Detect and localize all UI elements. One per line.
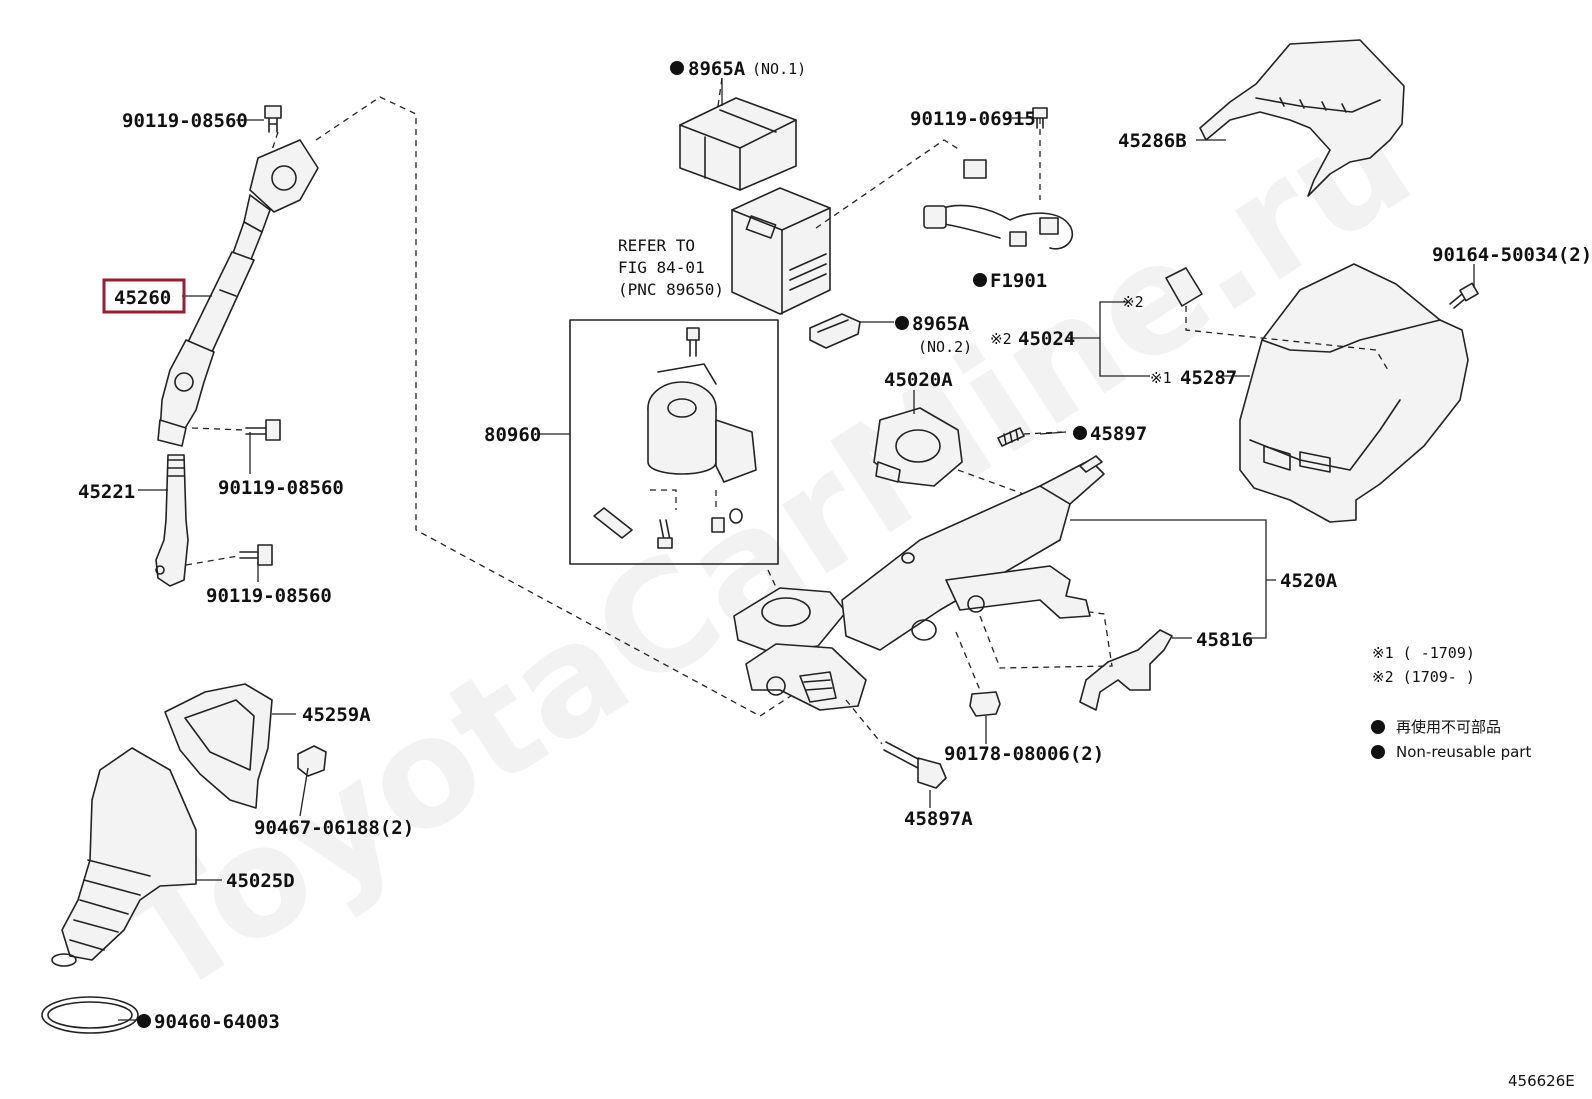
bolt-45897 [997, 427, 1025, 447]
motor-nut [711, 508, 743, 533]
highlight-box-45260 [102, 278, 186, 314]
motor-assembly-frame [569, 319, 779, 565]
motor-plug [593, 507, 633, 539]
refer-note-line1: REFER TO [618, 236, 695, 255]
dot-f1901 [973, 273, 987, 287]
ecu-cover-no1 [679, 97, 797, 191]
assist-motor [647, 363, 757, 483]
label-45024[interactable]: 45024 [1018, 328, 1075, 350]
hose-clamp [41, 996, 139, 1034]
sticker-45024 [1165, 267, 1203, 307]
column-bracket [1079, 629, 1173, 711]
note-2: ※2 (1709- ) [1372, 668, 1475, 686]
label-90119-08560-low[interactable]: 90119-08560 [206, 585, 332, 607]
column-hole-cover [164, 683, 273, 809]
label-90119-06915[interactable]: 90119-06915 [910, 108, 1036, 130]
power-steering-ecu [731, 187, 831, 315]
lower-column-cover [1239, 263, 1469, 523]
label-90164-50034[interactable]: 90164-50034(2) [1432, 244, 1592, 266]
label-45287[interactable]: 45287 [1180, 367, 1237, 389]
dot-8965a-no2 [895, 316, 909, 330]
legend-dot-1 [1371, 720, 1385, 734]
motor-bolt-top [686, 327, 700, 357]
motor-bolt-bottom [657, 519, 673, 549]
refer-note-line3: (PNC 89650) [618, 280, 724, 299]
label-45020a[interactable]: 45020A [884, 369, 953, 391]
label-f1901[interactable]: F1901 [990, 270, 1047, 292]
lower-shaft [155, 454, 189, 587]
bolt-low [239, 544, 273, 566]
upper-column-cover [1199, 39, 1405, 197]
label-8965a-no2-sub: (NO.2) [918, 338, 972, 356]
label-45286b[interactable]: 45286B [1118, 130, 1187, 152]
bolt-top [264, 105, 282, 133]
label-90119-08560-mid[interactable]: 90119-08560 [218, 477, 344, 499]
steering-boot [51, 747, 197, 967]
torque-sensor [873, 407, 963, 487]
label-45287-mark: ※1 [1150, 369, 1172, 387]
bolt-mid [245, 419, 281, 441]
note-1: ※1 ( -1709) [1372, 644, 1475, 662]
label-90467-06188[interactable]: 90467-06188(2) [254, 817, 414, 839]
legend-line-2: Non-reusable part [1396, 743, 1531, 761]
label-45897[interactable]: 45897 [1090, 423, 1147, 445]
label-45260[interactable]: 45260 [114, 287, 171, 309]
dot-90460 [137, 1014, 151, 1028]
label-45024-mark: ※2 [990, 330, 1012, 348]
dot-8965a-no1 [670, 61, 684, 75]
label-90178-08006[interactable]: 90178-08006(2) [944, 743, 1104, 765]
label-45816[interactable]: 45816 [1196, 629, 1253, 651]
shaft-connector-dashline [315, 96, 801, 717]
clip-90467 [297, 745, 327, 777]
wire-harness [923, 159, 1074, 250]
figure-code: 456626E [1508, 1072, 1575, 1090]
steering-column [733, 455, 1105, 711]
legend-line-1: 再使用不可部品 [1396, 718, 1501, 736]
ecu-cover-no2 [809, 313, 861, 349]
label-90460-64003[interactable]: 90460-64003 [154, 1011, 280, 1033]
refer-note-line2: FIG 84-01 [618, 258, 705, 277]
label-90119-08560-top[interactable]: 90119-08560 [122, 110, 248, 132]
dot-45897 [1073, 426, 1087, 440]
label-8965a-no2[interactable]: 8965A [912, 313, 970, 335]
label-8965a-no1-sub: (NO.1) [752, 60, 806, 78]
label-8965a-no1[interactable]: 8965A [688, 58, 746, 80]
intermediate-shaft-assembly [155, 105, 319, 587]
label-45025d[interactable]: 45025D [226, 870, 295, 892]
screw-90119-06915 [1032, 107, 1048, 129]
label-80960[interactable]: 80960 [484, 424, 541, 446]
label-4520a[interactable]: 4520A [1280, 570, 1338, 592]
label-45259a[interactable]: 45259A [302, 704, 371, 726]
sticker-mark: ※2 [1122, 293, 1144, 311]
non-reusable-dots [137, 61, 1087, 1028]
label-45221[interactable]: 45221 [78, 481, 135, 503]
label-45897a[interactable]: 45897A [904, 808, 973, 830]
legend-dot-2 [1371, 745, 1385, 759]
bolt-45897A [883, 741, 947, 789]
nut-90178 [969, 691, 1001, 717]
leader-lines [118, 78, 1475, 1021]
